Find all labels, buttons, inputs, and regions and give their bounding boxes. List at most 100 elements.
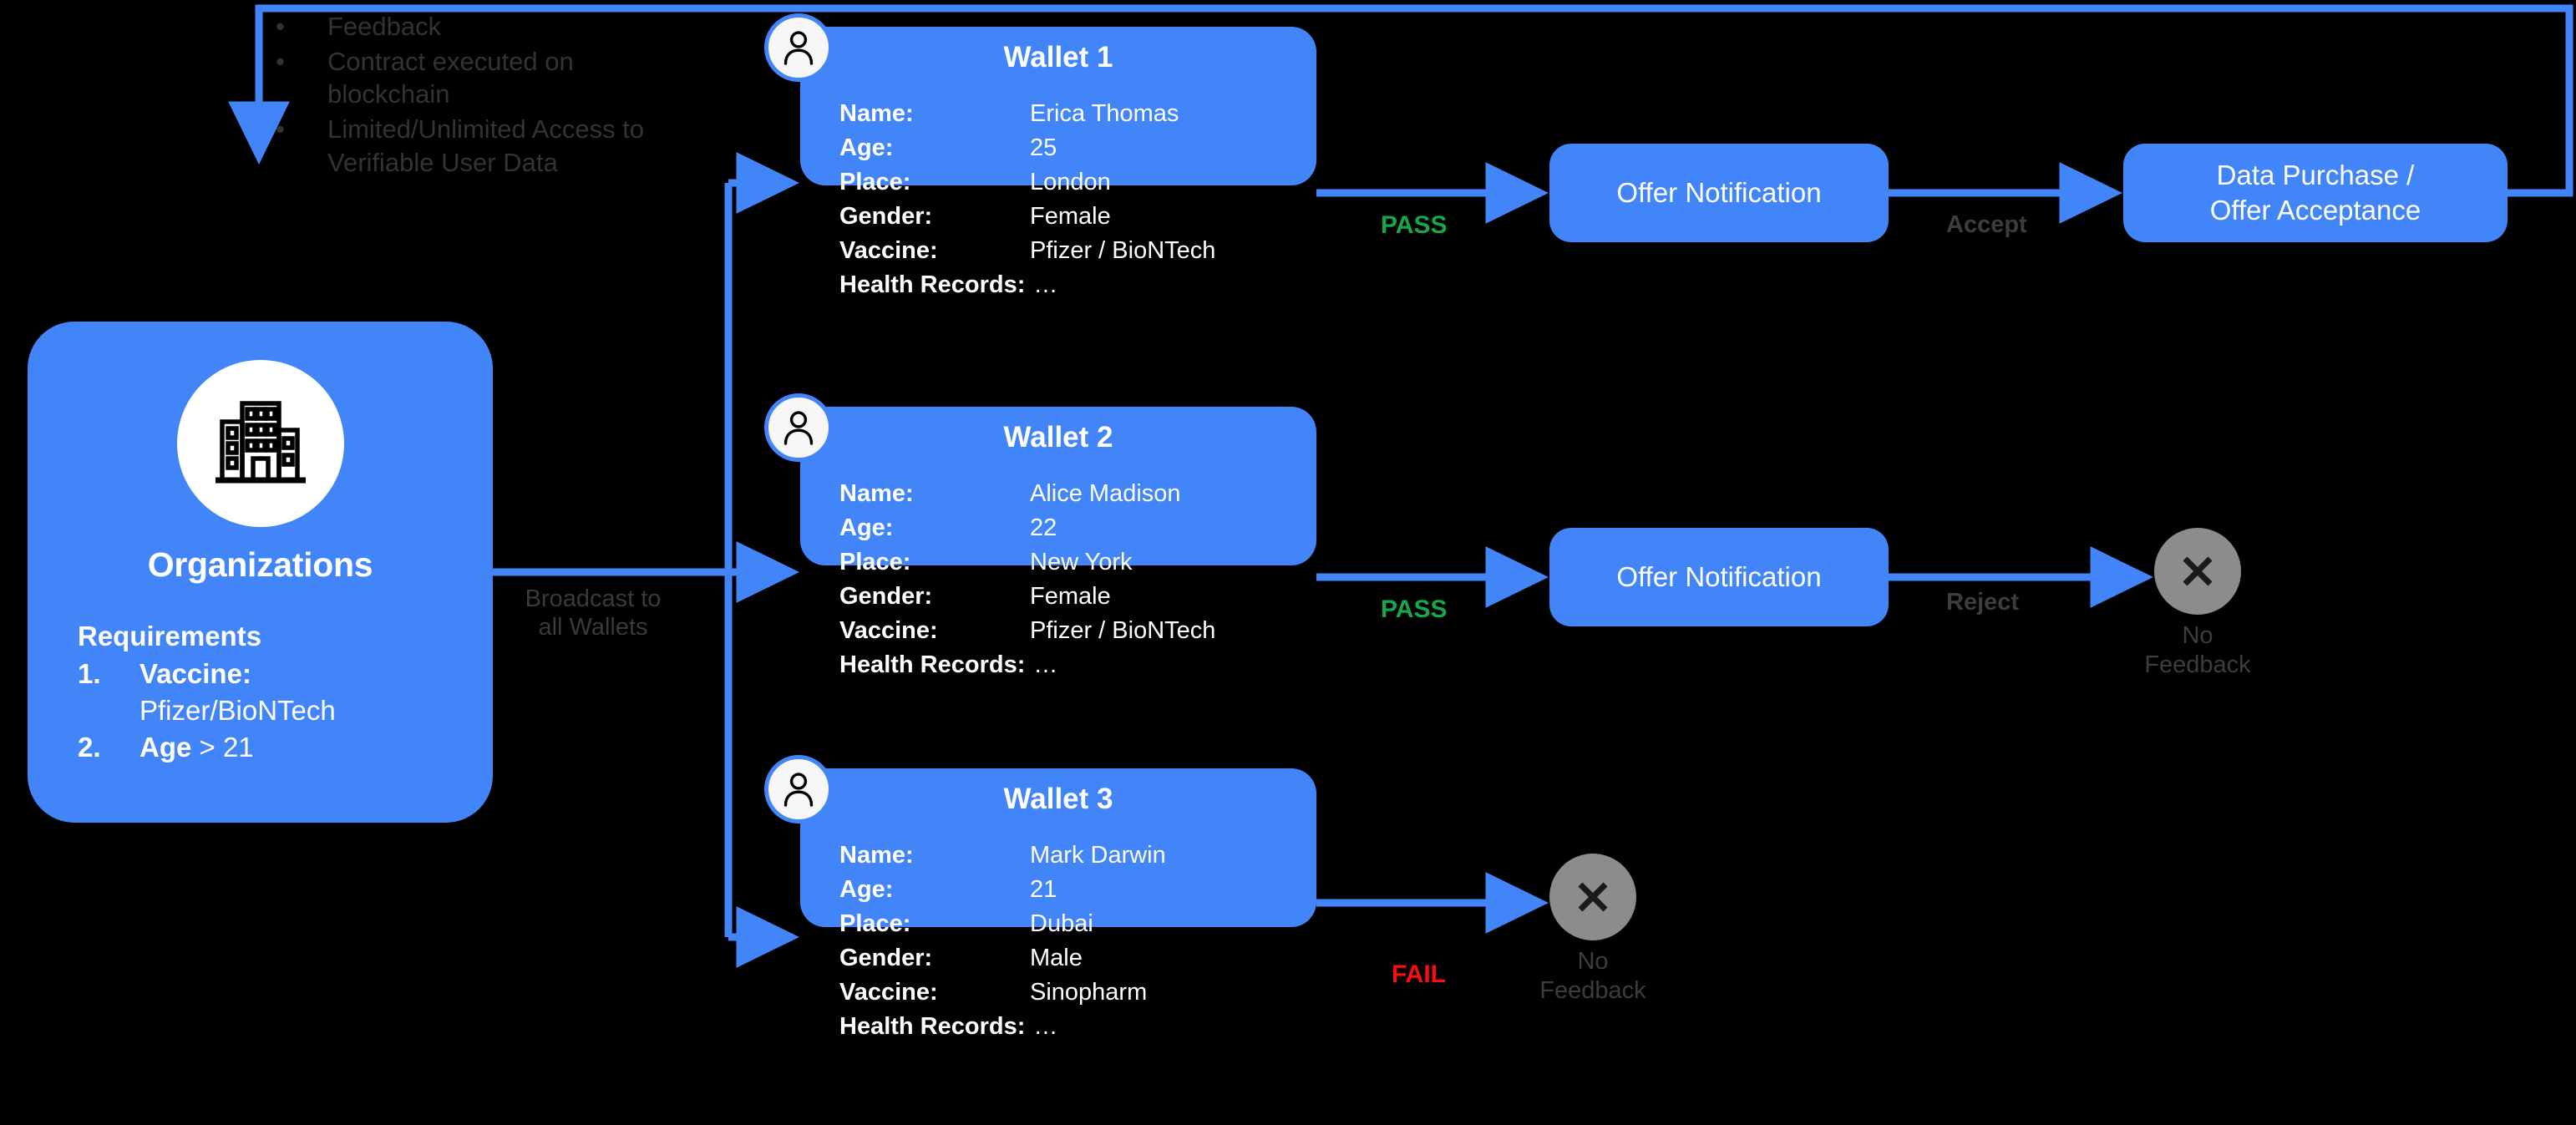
no-feedback-circle bbox=[2154, 528, 2241, 615]
wallet-1-title: Wallet 1 bbox=[1003, 41, 1113, 73]
wallet-field-row: Gender: Male bbox=[839, 941, 1166, 976]
wallet-field-value: Sinopharm bbox=[1030, 979, 1148, 1006]
requirement-value: Pfizer/BioNTech bbox=[139, 695, 336, 727]
wallet-field-label: Health Records: bbox=[839, 651, 1026, 678]
no-feedback-label: No Feedback bbox=[2144, 621, 2250, 680]
feedback-note-item: • Feedback bbox=[276, 10, 668, 43]
wallet-field-row: Gender: Female bbox=[839, 580, 1215, 614]
feedback-note-item-text: Contract executed on blockchain bbox=[327, 46, 574, 109]
wallet-field-value: Alice Madison bbox=[1030, 480, 1181, 507]
no-feedback-line-1: No bbox=[2182, 622, 2213, 649]
wallet-field-label: Vaccine: bbox=[839, 979, 938, 1006]
wallet-field-value: 22 bbox=[1030, 514, 1057, 541]
wallet-field-label: Age: bbox=[839, 514, 894, 541]
wallet-field-value: Male bbox=[1030, 945, 1083, 971]
data-purchase-box[interactable]: Data Purchase / Offer Acceptance bbox=[2123, 144, 2508, 242]
wallet-field-label: Gender: bbox=[839, 203, 933, 230]
wallet-field-value: London bbox=[1030, 169, 1111, 195]
wallet-card-3[interactable]: Wallet 3 Name: Mark Darwin Age: 21 Place… bbox=[764, 755, 1316, 1040]
wallet-field-value: Female bbox=[1030, 583, 1111, 610]
wallet-card-2[interactable]: Wallet 2 Name: Alice Madison Age: 22 Pla… bbox=[764, 393, 1316, 678]
requirement-key: Vaccine bbox=[139, 658, 242, 689]
no-feedback-terminator-2: No Feedback bbox=[2144, 528, 2251, 678]
wallet-field-label: Name: bbox=[839, 480, 914, 507]
requirement-number: 2. bbox=[78, 732, 101, 763]
feedback-note-item: • Limited/Unlimited Access to Verifiable… bbox=[276, 113, 668, 179]
wallet-field-row: Place: London bbox=[839, 165, 1215, 200]
no-feedback-line-1: No bbox=[1577, 948, 1609, 975]
wallet-field-label: Gender: bbox=[839, 945, 933, 971]
user-avatar-icon bbox=[783, 773, 814, 807]
wallet-field-label: Place: bbox=[839, 910, 911, 937]
wallet-field-value: Dubai bbox=[1030, 910, 1093, 937]
wallet-2-avatar bbox=[764, 393, 833, 462]
cross-x-icon bbox=[1578, 882, 1608, 912]
data-purchase-line-1: Data Purchase / bbox=[2216, 159, 2415, 190]
organizations-avatar bbox=[176, 360, 344, 527]
requirement-separator: : bbox=[241, 658, 251, 689]
cross-x-icon bbox=[2183, 556, 2213, 586]
wallet-field-value: … bbox=[1033, 651, 1058, 678]
offer-notification-box-1[interactable]: Offer Notification bbox=[1549, 144, 1889, 242]
wallet-2-fields: Name: Alice Madison Age: 22 Place: New Y… bbox=[839, 477, 1215, 682]
wallet-1-avatar bbox=[764, 13, 833, 82]
user-avatar-icon bbox=[783, 31, 814, 65]
wallet-field-label: Age: bbox=[839, 876, 894, 903]
no-feedback-label: No Feedback bbox=[1539, 947, 1645, 1006]
wallet-field-label: Place: bbox=[839, 549, 911, 575]
no-feedback-line-2: Feedback bbox=[2144, 651, 2251, 678]
feedback-note-item-text: Feedback bbox=[327, 12, 442, 41]
requirements-heading: Requirements bbox=[78, 621, 262, 651]
wallet-field-value: Pfizer / BioNTech bbox=[1030, 617, 1216, 644]
edge-label-reject: Reject bbox=[1946, 589, 2020, 616]
user-avatar-icon bbox=[783, 411, 814, 445]
no-feedback-terminator-3: No Feedback bbox=[1539, 854, 1646, 1004]
wallet-field-value: … bbox=[1033, 1013, 1058, 1040]
no-feedback-circle bbox=[1549, 854, 1636, 940]
wallet-field-row: Gender: Female bbox=[839, 200, 1215, 234]
broadcast-line-1: Broadcast to bbox=[525, 585, 662, 612]
wallet-field-value: … bbox=[1033, 271, 1058, 298]
wallet-field-row: Name: Mark Darwin bbox=[839, 839, 1166, 873]
requirement-number: 1. bbox=[78, 658, 101, 689]
wallet-3-title: Wallet 3 bbox=[1003, 783, 1113, 815]
no-feedback-line-2: Feedback bbox=[1539, 976, 1646, 1004]
broadcast-line-2: all Wallets bbox=[538, 614, 648, 641]
organizations-requirements: Requirements 1. Vaccine: Pfizer/BioNTech… bbox=[78, 621, 473, 767]
organizations-node[interactable]: Organizations Requirements 1. Vaccine: P… bbox=[28, 322, 493, 823]
data-purchase-line-2: Offer Acceptance bbox=[2209, 195, 2421, 226]
wallet-field-value: 21 bbox=[1030, 876, 1057, 903]
wallet-field-value: Female bbox=[1030, 203, 1111, 230]
organizations-title: Organizations bbox=[147, 545, 373, 584]
wallet-field-label: Name: bbox=[839, 100, 914, 127]
offer-notification-box-2[interactable]: Offer Notification bbox=[1549, 528, 1889, 626]
wallet-field-value: New York bbox=[1030, 549, 1133, 575]
wallet-field-row: Name: Erica Thomas bbox=[839, 97, 1215, 131]
feedback-note-item-text: Limited/Unlimited Access to Verifiable U… bbox=[327, 114, 645, 177]
wallet-field-label: Gender: bbox=[839, 583, 933, 610]
edge-label-pass-1: PASS bbox=[1381, 211, 1448, 239]
wallet-field-label: Name: bbox=[839, 842, 914, 869]
wallet-field-label: Place: bbox=[839, 169, 911, 195]
requirement-item: 1. Vaccine: bbox=[78, 656, 473, 692]
wallet-field-label: Health Records: bbox=[839, 1013, 1026, 1040]
edge-label-pass-2: PASS bbox=[1381, 595, 1448, 623]
wallet-field-value: Mark Darwin bbox=[1030, 842, 1166, 869]
wallet-field-label: Vaccine: bbox=[839, 237, 938, 264]
requirement-value: > 21 bbox=[191, 732, 254, 763]
wallet-field-value: 25 bbox=[1030, 134, 1057, 161]
requirement-key: Age bbox=[139, 732, 192, 763]
wallet-field-row: Name: Alice Madison bbox=[839, 477, 1215, 511]
feedback-note-item: • Contract executed on blockchain bbox=[276, 45, 668, 111]
office-building-icon bbox=[215, 401, 306, 484]
wallet-field-row: Health Records: … bbox=[839, 1010, 1166, 1044]
wallet-field-row: Age: 25 bbox=[839, 131, 1215, 165]
wallet-field-label: Vaccine: bbox=[839, 617, 938, 644]
bullet-icon: • bbox=[276, 12, 285, 41]
wallet-field-value: Erica Thomas bbox=[1030, 100, 1179, 127]
requirement-item: 2. Age > 21 bbox=[78, 729, 473, 766]
wallet-card-1[interactable]: Wallet 1 Name: Erica Thomas Age: 25 Plac… bbox=[764, 13, 1316, 298]
bullet-icon: • bbox=[276, 114, 285, 144]
wallet-1-fields: Name: Erica Thomas Age: 25 Place: London… bbox=[839, 97, 1215, 302]
